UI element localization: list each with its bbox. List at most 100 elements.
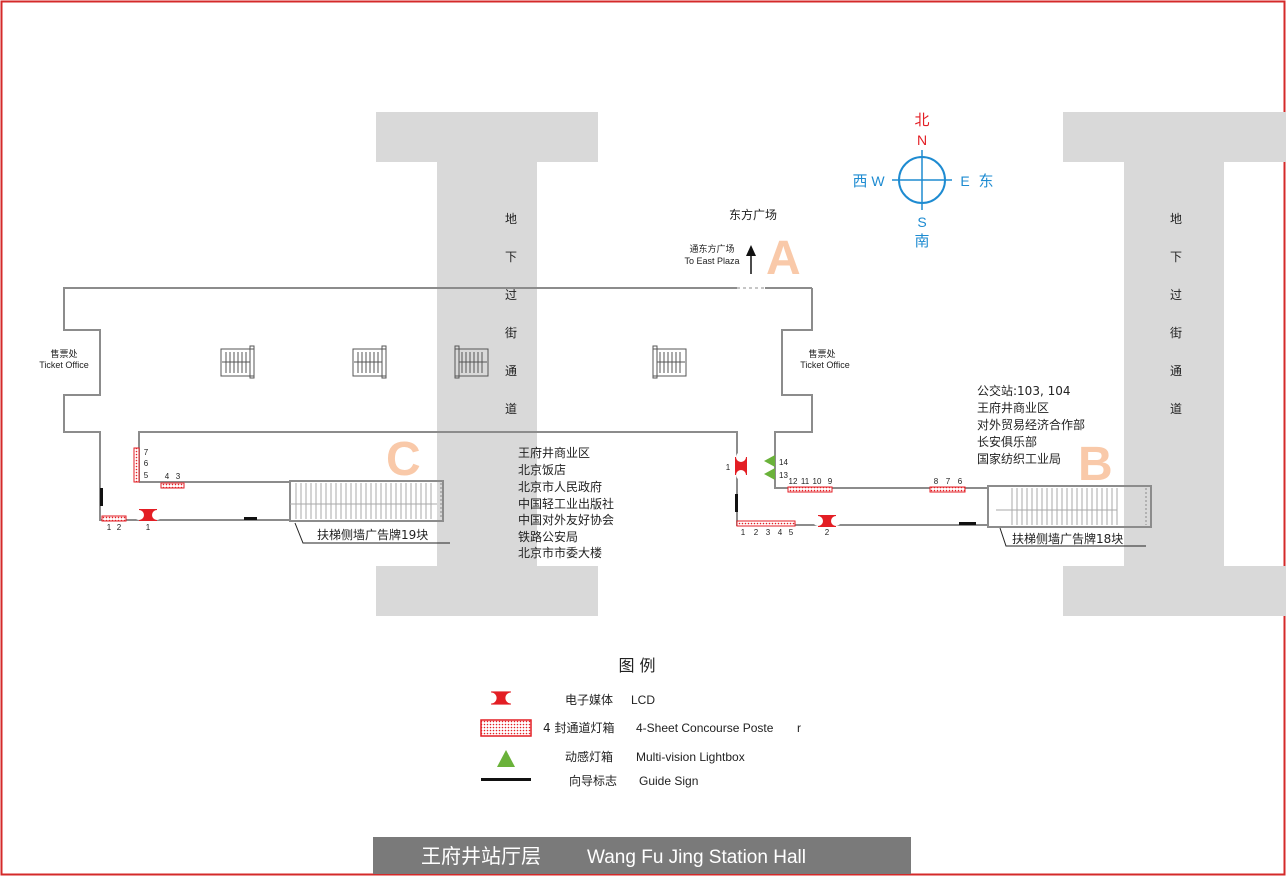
- lcd-east-lower: [813, 515, 841, 527]
- legend-lightbox-en: Multi-vision Lightbox: [636, 750, 745, 764]
- guide-sign-west-1: [100, 488, 103, 506]
- billboard-b-label: 扶梯侧墙广告牌18块: [1012, 531, 1123, 546]
- title-cn: 王府井站厅层: [421, 844, 541, 868]
- exit-a-arrow-icon: [746, 245, 756, 274]
- media-number: 1: [741, 528, 746, 537]
- destination-item: 北京市市委大楼: [518, 545, 602, 560]
- destination-item: 北京市人民政府: [518, 479, 602, 494]
- exit-b-letter: B: [1078, 438, 1113, 491]
- underpass-char: 通: [505, 364, 517, 378]
- poster-west-pair: [160, 482, 185, 489]
- exit-b-destinations: 公交站:103, 104 王府井商业区 对外贸易经济合作部 长安俱乐部 国家纺织…: [977, 383, 1085, 466]
- legend-poster-icon: [480, 719, 532, 737]
- compass-south-cn: 南: [914, 232, 929, 250]
- legend-lcd-icon: [485, 691, 517, 705]
- compass-west-en: W: [871, 173, 885, 189]
- media-number: 5: [789, 528, 794, 537]
- west-underpass-corridor: [376, 112, 598, 616]
- destination-item: 铁路公安局: [518, 529, 578, 544]
- east-underpass-corridor: [1063, 112, 1286, 616]
- legend-lcd-en: LCD: [631, 693, 655, 707]
- lcd-west-number: 1: [146, 523, 151, 532]
- legend-lightbox-cn: 动感灯箱: [565, 749, 613, 764]
- poster-west-pair-labels: 4 3: [165, 472, 181, 481]
- billboard-c-label: 扶梯侧墙广告牌19块: [317, 527, 428, 542]
- guide-sign-east-1: [735, 494, 738, 512]
- media-number: 3: [766, 528, 771, 537]
- media-number: 10: [813, 477, 822, 486]
- media-number: 1: [107, 523, 112, 532]
- underpass-char: 道: [505, 402, 517, 416]
- destination-item: 中国轻工业出版社: [518, 496, 614, 511]
- underpass-char: 街: [505, 326, 517, 340]
- guide-sign-east-2: [959, 522, 976, 525]
- poster-east-bottom: [736, 520, 796, 527]
- destination-item: 北京饭店: [518, 463, 566, 477]
- lightbox-icon: [764, 468, 775, 480]
- destination-item: 长安俱乐部: [977, 434, 1037, 449]
- destination-item: 对外贸易经济合作部: [977, 417, 1085, 432]
- exit-a-destination: 东方广场: [729, 207, 777, 222]
- underpass-char: 下: [1170, 250, 1182, 264]
- poster-east-mid-labels: 12 11 10 9: [789, 477, 833, 486]
- media-number: 3: [176, 472, 181, 481]
- poster-west-vertical: [133, 447, 140, 483]
- compass-icon: [892, 150, 952, 210]
- legend-guide-en: Guide Sign: [639, 774, 698, 788]
- media-number: 13: [779, 471, 788, 480]
- title-en: Wang Fu Jing Station Hall: [587, 847, 806, 868]
- compass-north-en: N: [917, 132, 927, 148]
- destination-item: 中国对外友好协会: [518, 512, 614, 527]
- billboard-b-callout: [999, 527, 1146, 547]
- underpass-char: 下: [505, 250, 517, 264]
- media-number: 6: [958, 477, 963, 486]
- legend-title: 图 例: [618, 656, 655, 675]
- title-bar: [373, 837, 911, 874]
- compass-east-en: E: [960, 173, 969, 189]
- stair-2: [352, 345, 387, 379]
- media-number: 4: [778, 528, 783, 537]
- media-number: 6: [144, 459, 149, 468]
- destination-item: 王府井商业区: [977, 400, 1049, 415]
- legend-guide-sign-icon: [481, 778, 531, 781]
- east-underpass-label: 地 下 过 街 通 道: [1170, 212, 1182, 416]
- poster-west-bottom: [101, 515, 127, 522]
- destination-item: 王府井商业区: [518, 445, 590, 460]
- stairs: [220, 345, 687, 379]
- media-number: 5: [144, 471, 149, 480]
- poster-east-mid: [787, 486, 833, 493]
- media-number: 2: [754, 528, 759, 537]
- media-number: 2: [117, 523, 122, 532]
- legend-lightbox-icon: [497, 750, 515, 767]
- compass-south-en: S: [917, 214, 926, 230]
- underpass-char: 道: [1170, 402, 1182, 416]
- exit-c-destinations: 王府井商业区 北京饭店 北京市人民政府 中国轻工业出版社 中国对外友好协会 铁路…: [518, 445, 614, 560]
- exit-a-letter: A: [766, 232, 801, 285]
- underpass-char: 地: [1170, 212, 1182, 226]
- ticket-office-west-cn: 售票处: [50, 348, 77, 360]
- poster-west-bottom-labels: 1 2: [107, 523, 122, 532]
- exit-c-letter: C: [386, 433, 421, 486]
- west-underpass-label: 地 下 过 街 通 道: [505, 212, 517, 416]
- escalator-b: [987, 485, 1152, 528]
- compass-east-cn: 东: [978, 172, 993, 190]
- media-number: 12: [789, 477, 798, 486]
- underpass-char: 过: [505, 288, 517, 302]
- stair-4: [652, 345, 687, 379]
- media-number: 4: [165, 472, 170, 481]
- legend-poster-en-tail: r: [797, 721, 801, 735]
- underpass-char: 地: [505, 212, 517, 226]
- media-number: 7: [144, 448, 149, 457]
- lcd-east-lower-number: 2: [825, 528, 830, 537]
- media-number: 14: [779, 458, 788, 467]
- legend-lcd-cn: 电子媒体: [565, 693, 613, 707]
- media-number: 7: [946, 477, 951, 486]
- media-number: 9: [828, 477, 833, 486]
- underpass-char: 通: [1170, 364, 1182, 378]
- stair-3: [454, 345, 489, 379]
- compass-north-cn: 北: [914, 111, 929, 129]
- exit-a-arrow-cn: 通东方广场: [689, 243, 734, 255]
- legend-guide-cn: 向导标志: [569, 773, 617, 788]
